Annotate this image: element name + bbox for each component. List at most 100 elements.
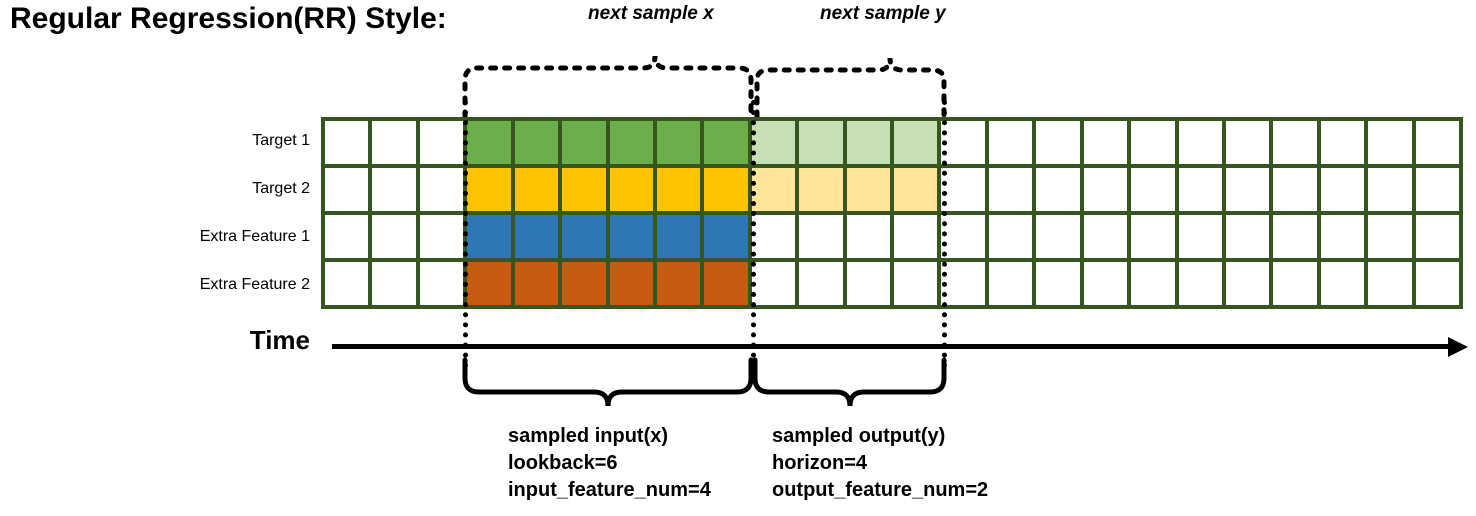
grid-cell-extra-feature-1-t16 [1036, 215, 1080, 258]
row-label-text: Target 1 [252, 132, 310, 149]
grid-cell-extra-feature-2-t10 [751, 262, 796, 305]
grid-cell-extra-feature-1-t9 [704, 215, 748, 258]
grid-cell-target-2-t21 [1273, 168, 1317, 211]
row-label-text: Extra Feature 1 [199, 228, 310, 245]
grid-cell-target-2-t2 [372, 168, 416, 211]
grid-cell-extra-feature-1-t7 [609, 215, 653, 258]
grid-cell-target-2-t6 [562, 168, 606, 211]
grid-cell-extra-feature-2-t13 [894, 262, 938, 305]
annotation-next-sample-y: next sample y [820, 3, 946, 24]
grid-cell-extra-feature-2-t21 [1273, 262, 1317, 305]
grid-cell-target-1-t6 [562, 121, 606, 164]
grid-cell-extra-feature-1-t22 [1320, 215, 1365, 258]
grid-cell-target-2-t15 [988, 168, 1033, 211]
grid-cell-target-1-t22 [1320, 121, 1365, 164]
annotation-next-sample-x: next sample x [588, 3, 714, 24]
grid-cell-extra-feature-2-t7 [609, 262, 653, 305]
row-label-target-2: Target 2 [0, 165, 310, 213]
grid-cell-target-2-t17 [1083, 168, 1128, 211]
caption-output-line-3: output_feature_num=2 [772, 479, 989, 501]
grid-cell-target-1-t17 [1083, 121, 1128, 164]
grid-cell-target-1-t10 [751, 121, 796, 164]
grid-cell-target-1-t16 [1036, 121, 1080, 164]
grid-cell-extra-feature-1-t8 [656, 215, 701, 258]
grid-cell-extra-feature-2-t17 [1083, 262, 1128, 305]
grid-cell-extra-feature-2-t8 [656, 262, 701, 305]
bottom-braces [462, 357, 947, 407]
grid-cell-target-2-t12 [846, 168, 890, 211]
guide-line-input-start [463, 100, 468, 368]
grid-cell-target-1-t23 [1368, 121, 1412, 164]
grid-cell-extra-feature-2-t22 [1320, 262, 1365, 305]
grid-cell-extra-feature-1-t11 [799, 215, 843, 258]
grid-cell-extra-feature-2-t12 [846, 262, 890, 305]
row-label-extra-feature-1: Extra Feature 1 [0, 213, 310, 261]
grid-cell-target-1-t3 [419, 121, 464, 164]
grid-cell-extra-feature-1-t20 [1225, 215, 1270, 258]
caption-sampled-input: sampled input(x) lookback=6 input_featur… [508, 423, 711, 504]
grid-cell-target-1-t18 [1131, 121, 1175, 164]
grid-cell-extra-feature-1-t18 [1131, 215, 1175, 258]
grid-cell-target-2-t23 [1368, 168, 1412, 211]
row-label-text: Extra Feature 2 [199, 276, 310, 293]
grid-cell-extra-feature-1-t10 [751, 215, 796, 258]
row-label-text: Target 2 [252, 180, 310, 197]
grid-cell-extra-feature-2-t24 [1415, 262, 1459, 305]
grid-cell-extra-feature-2-t14 [941, 262, 985, 305]
grid-cell-target-2-t11 [799, 168, 843, 211]
grid-cell-extra-feature-2-t18 [1131, 262, 1175, 305]
grid-cell-target-1-t19 [1178, 121, 1222, 164]
grid-cell-extra-feature-2-t3 [419, 262, 464, 305]
grid-cell-extra-feature-1-t13 [894, 215, 938, 258]
grid-cell-extra-feature-2-t15 [988, 262, 1033, 305]
grid-cell-extra-feature-1-t5 [514, 215, 559, 258]
grid-cell-extra-feature-2-t20 [1225, 262, 1270, 305]
row-label-extra-feature-2: Extra Feature 2 [0, 261, 310, 309]
grid-cell-target-1-t13 [894, 121, 938, 164]
grid-cell-extra-feature-1-t21 [1273, 215, 1317, 258]
top-dotted-braces [462, 55, 947, 120]
grid-cell-extra-feature-2-t1 [325, 262, 369, 305]
grid-cell-extra-feature-2-t2 [372, 262, 416, 305]
grid-cell-extra-feature-1-t2 [372, 215, 416, 258]
caption-sampled-output: sampled output(y) horizon=4 output_featu… [772, 423, 988, 504]
grid-cell-extra-feature-2-t16 [1036, 262, 1080, 305]
caption-output-line-2: horizon=4 [772, 452, 868, 474]
grid-cell-target-1-t7 [609, 121, 653, 164]
grid-cell-extra-feature-1-t19 [1178, 215, 1222, 258]
grid-cell-target-1-t14 [941, 121, 985, 164]
grid-cell-target-2-t19 [1178, 168, 1222, 211]
grid-cell-extra-feature-1-t23 [1368, 215, 1412, 258]
grid-cell-target-2-t5 [514, 168, 559, 211]
grid-cell-target-1-t8 [656, 121, 701, 164]
grid-cell-target-1-t15 [988, 121, 1033, 164]
guide-line-output-end [942, 100, 947, 368]
grid-cell-target-2-t1 [325, 168, 369, 211]
grid-cell-extra-feature-1-t4 [467, 215, 511, 258]
grid-cell-target-2-t8 [656, 168, 701, 211]
caption-input-line-3: input_feature_num=4 [508, 479, 711, 501]
grid-cell-extra-feature-2-t6 [562, 262, 606, 305]
grid-cell-extra-feature-2-t5 [514, 262, 559, 305]
grid-cell-extra-feature-2-t11 [799, 262, 843, 305]
grid-cell-target-2-t22 [1320, 168, 1365, 211]
time-arrow-icon [1448, 337, 1468, 357]
grid-cell-target-1-t24 [1415, 121, 1459, 164]
grid-cell-target-2-t7 [609, 168, 653, 211]
grid-cell-extra-feature-1-t15 [988, 215, 1033, 258]
grid-cell-target-1-t1 [325, 121, 369, 164]
row-label-column: Target 1 Target 2 Extra Feature 1 Extra … [0, 117, 310, 309]
caption-input-line-2: lookback=6 [508, 452, 618, 474]
grid-cell-extra-feature-1-t14 [941, 215, 985, 258]
grid-cell-target-1-t9 [704, 121, 748, 164]
page-title: Regular Regression(RR) Style: [10, 2, 447, 35]
caption-input-line-1: sampled input(x) [508, 425, 669, 447]
grid-cell-extra-feature-1-t1 [325, 215, 369, 258]
grid-cell-target-1-t12 [846, 121, 890, 164]
grid-cell-target-2-t24 [1415, 168, 1459, 211]
grid-cell-target-2-t4 [467, 168, 511, 211]
timeline-grid [321, 117, 1463, 309]
grid-cell-target-1-t21 [1273, 121, 1317, 164]
grid-cell-target-2-t20 [1225, 168, 1270, 211]
grid-cell-target-2-t14 [941, 168, 985, 211]
